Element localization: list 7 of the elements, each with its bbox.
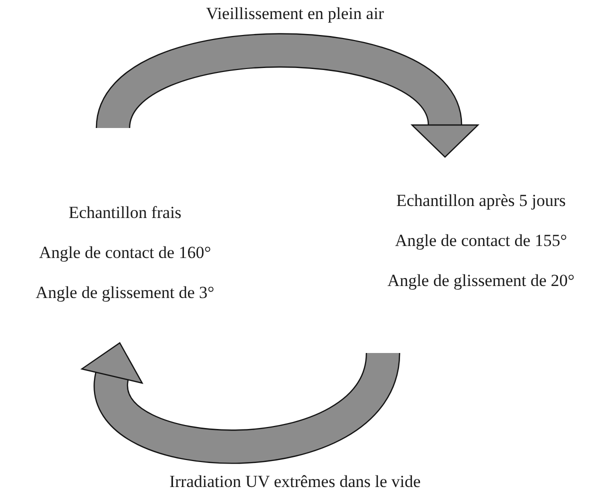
measurement-text: Angle de glissement de 3° xyxy=(36,283,214,303)
sample-heading: Echantillon après 5 jours xyxy=(396,191,566,211)
sample-heading: Echantillon frais xyxy=(68,203,182,223)
measurement-text: Angle de glissement de 20° xyxy=(387,271,575,291)
edge-label: Vieillissement en plein air xyxy=(206,4,384,24)
measurement-text: Angle de contact de 160° xyxy=(38,243,212,263)
measurement-text: Angle de contact de 155° xyxy=(394,231,568,251)
